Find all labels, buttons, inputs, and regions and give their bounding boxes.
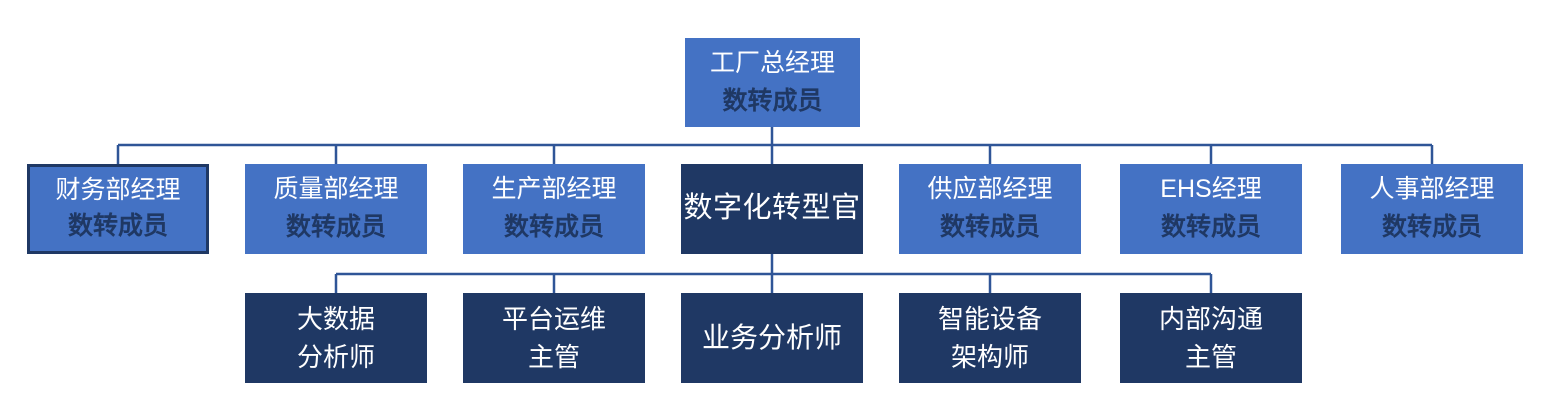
node-title: 工厂总经理 — [709, 49, 835, 77]
org-node-big-data-analyst: 大数据 分析师 — [245, 293, 427, 383]
org-node-quality-manager: 质量部经理 数转成员 — [245, 164, 427, 254]
org-node-internal-comms-supervisor: 内部沟通 主管 — [1120, 293, 1302, 383]
node-title: 人事部经理 — [1369, 175, 1495, 204]
node-subtitle: 数转成员 — [503, 213, 604, 242]
org-node-smart-device-architect: 智能设备 架构师 — [899, 293, 1081, 383]
node-subtitle: 分析师 — [296, 341, 375, 372]
node-subtitle: 数转成员 — [1160, 213, 1261, 242]
node-subtitle: 主管 — [527, 341, 580, 372]
node-title: 质量部经理 — [273, 175, 399, 204]
org-node-digital-transformation-officer: 数字化转型官 — [681, 164, 863, 254]
node-title: 供应部经理 — [927, 175, 1053, 204]
node-title: EHS经理 — [1160, 175, 1262, 204]
node-title: 数字化转型官 — [683, 192, 861, 225]
org-node-business-analyst: 业务分析师 — [681, 293, 863, 383]
org-node-finance-manager: 财务部经理 数转成员 — [27, 164, 209, 254]
org-node-ehs-manager: EHS经理 数转成员 — [1120, 164, 1302, 254]
node-title: 智能设备 — [937, 303, 1042, 334]
org-node-production-manager: 生产部经理 数转成员 — [463, 164, 645, 254]
org-node-hr-manager: 人事部经理 数转成员 — [1341, 164, 1523, 254]
org-node-platform-ops-supervisor: 平台运维 主管 — [463, 293, 645, 383]
node-title: 生产部经理 — [491, 175, 617, 204]
node-title: 大数据 — [296, 303, 375, 334]
node-subtitle: 数转成员 — [1381, 213, 1482, 242]
node-subtitle: 数转成员 — [939, 213, 1040, 242]
org-node-general-manager: 工厂总经理 数转成员 — [685, 38, 860, 127]
node-subtitle: 数转成员 — [285, 213, 386, 242]
node-title: 业务分析师 — [701, 321, 842, 353]
node-title: 财务部经理 — [55, 176, 181, 205]
node-subtitle: 架构师 — [950, 341, 1029, 372]
org-node-supply-manager: 供应部经理 数转成员 — [899, 164, 1081, 254]
node-subtitle: 数转成员 — [67, 212, 168, 241]
node-title: 内部沟通 — [1158, 303, 1263, 334]
node-title: 平台运维 — [501, 303, 606, 334]
node-subtitle: 主管 — [1184, 341, 1237, 372]
node-subtitle: 数转成员 — [722, 86, 823, 115]
